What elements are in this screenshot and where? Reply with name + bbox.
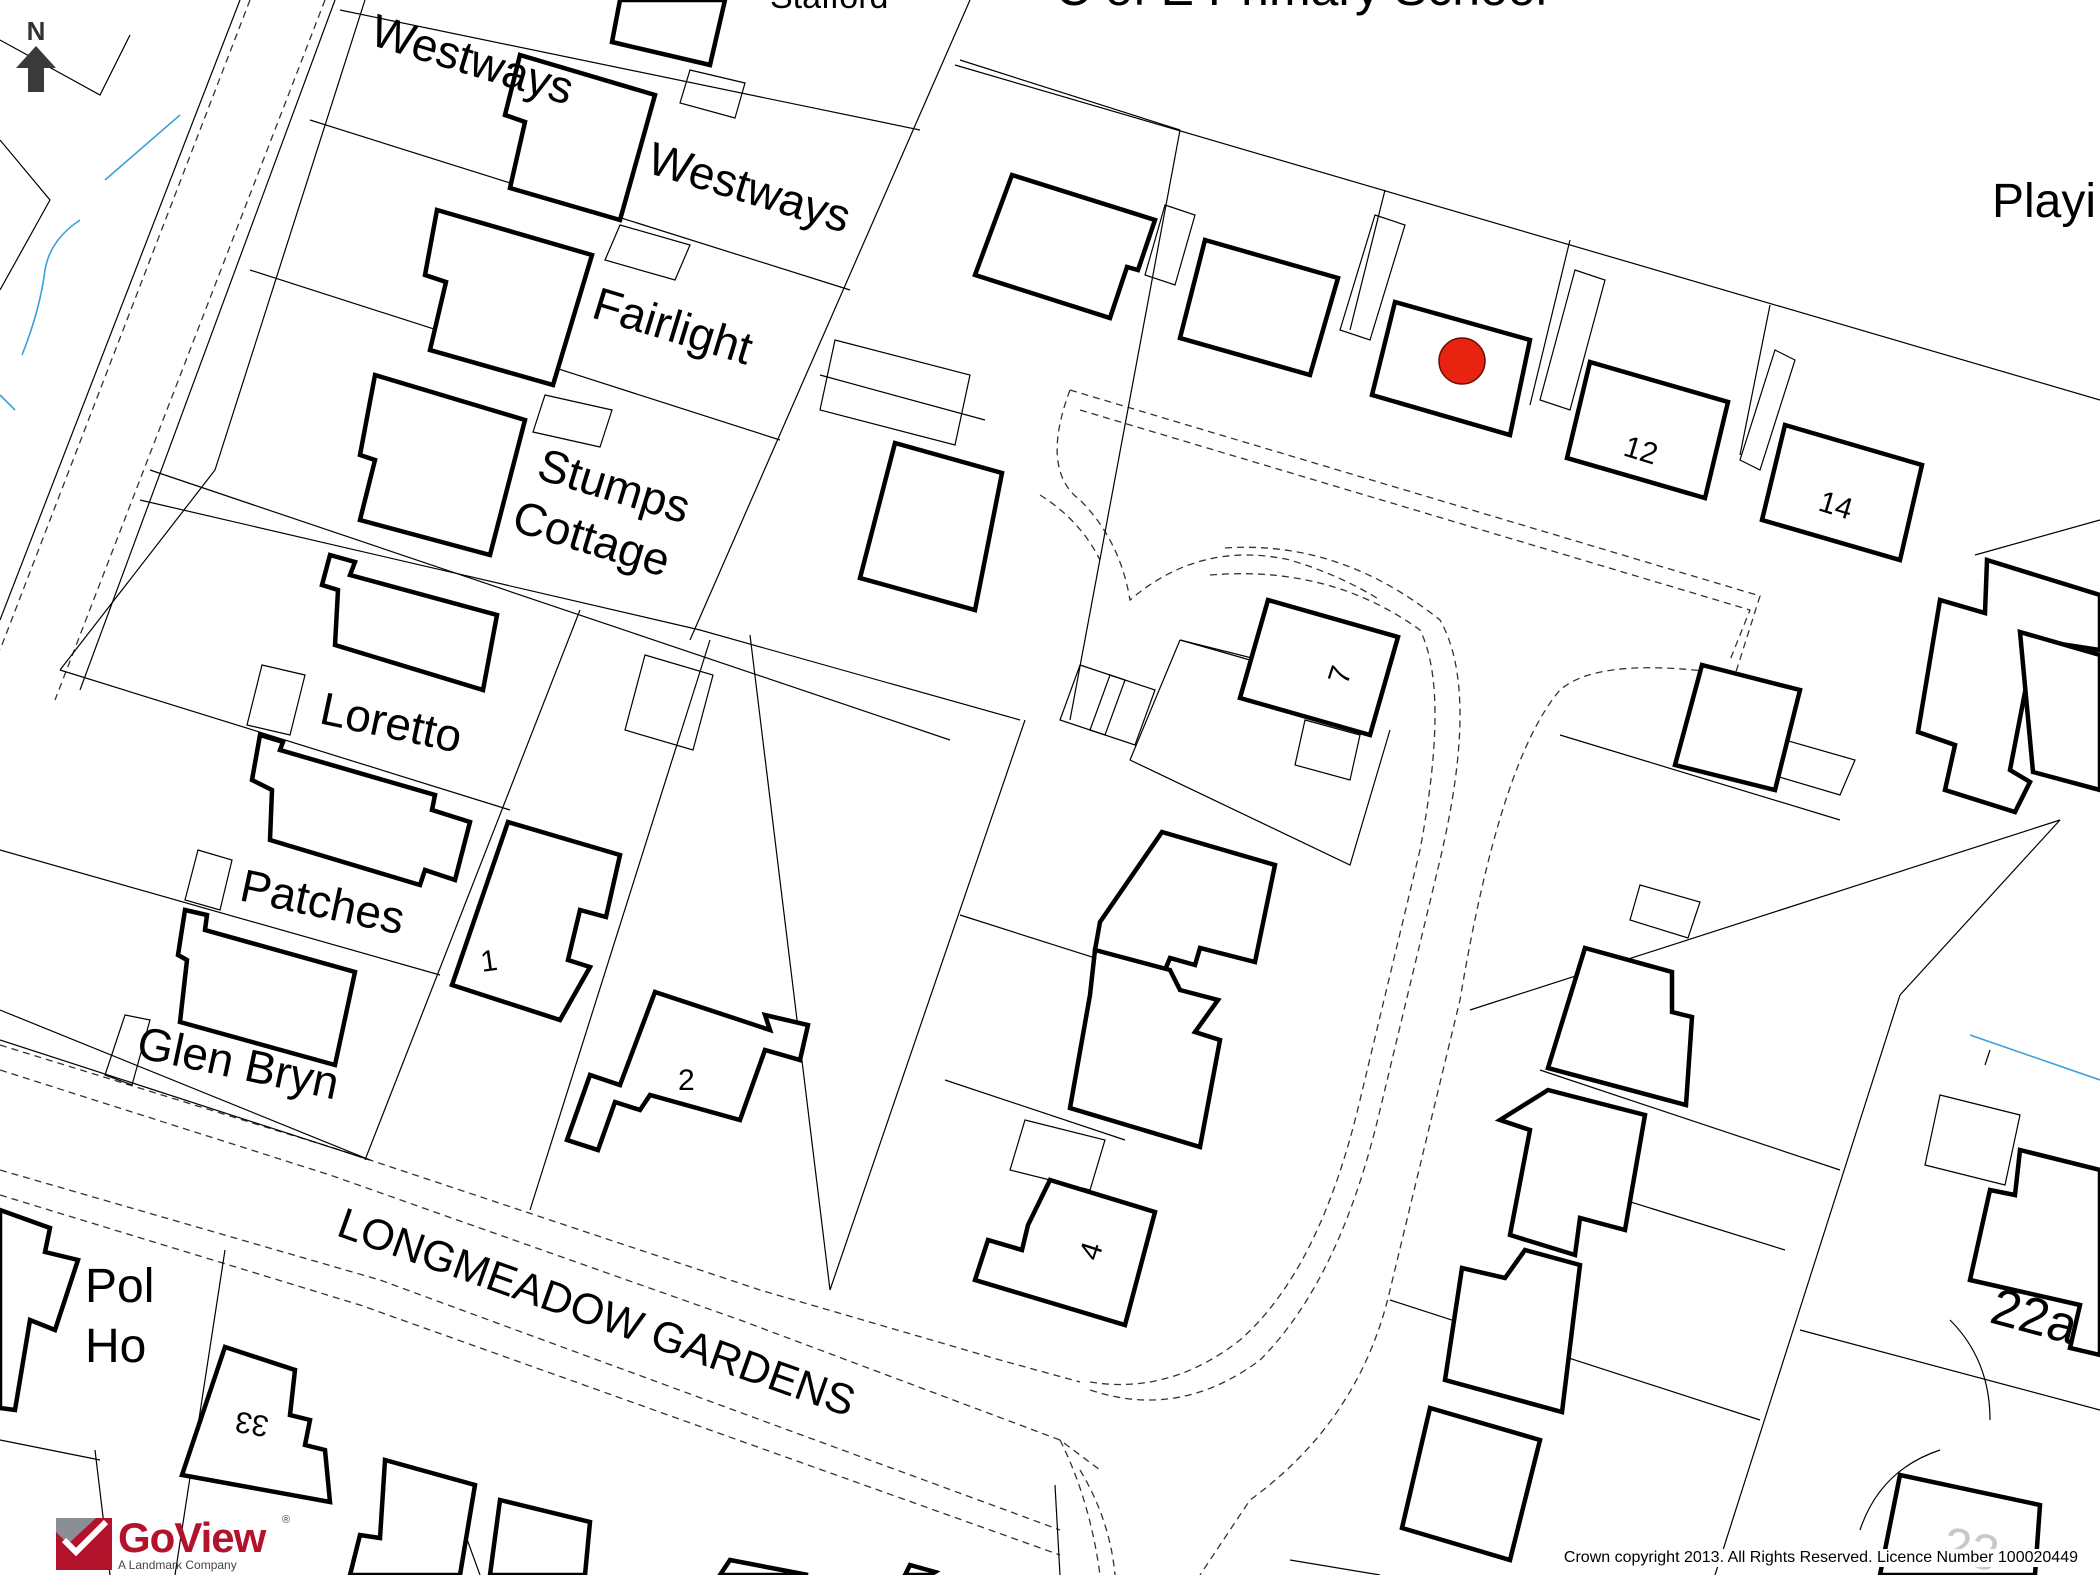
house-name-pol: Pol — [85, 1260, 154, 1313]
north-arrow: N — [14, 16, 58, 92]
goview-tagline: A Landmark Company — [118, 1558, 237, 1572]
stafford-label: Stafford — [770, 0, 888, 16]
house-name-fairlight: Fairlight — [587, 277, 759, 375]
north-letter: N — [26, 16, 46, 46]
goview-logo-wordmark: GoView — [118, 1514, 266, 1561]
house-name-ho: Ho — [85, 1320, 146, 1373]
property-location-marker[interactable] — [1438, 337, 1486, 385]
school-label: C of E Primary School — [1055, 0, 1547, 16]
goview-registered-mark: ® — [282, 1514, 291, 1526]
north-arrow-icon — [16, 46, 56, 92]
road-label-longmeadow-gardens: LONGMEADOW GARDENS — [332, 1199, 862, 1426]
road-edges — [0, 0, 1761, 1575]
watercourse-lines — [0, 114, 2100, 1081]
house-number-1: 1 — [478, 944, 499, 979]
house-name-loretto: Loretto — [316, 682, 467, 763]
house-number-33: 33 — [233, 1404, 272, 1442]
house-name-westways-1: Westways — [365, 4, 580, 115]
house-name-westways-2: Westways — [642, 132, 857, 243]
goview-logo: GoView ® A Landmark Company — [56, 1514, 296, 1572]
playing-field-label: Playi — [1992, 175, 2096, 228]
house-number-2: 2 — [678, 1064, 695, 1097]
copyright-notice: Crown copyright 2013. All Rights Reserve… — [1563, 1549, 2078, 1567]
goview-logo-mark-icon — [56, 1518, 112, 1570]
